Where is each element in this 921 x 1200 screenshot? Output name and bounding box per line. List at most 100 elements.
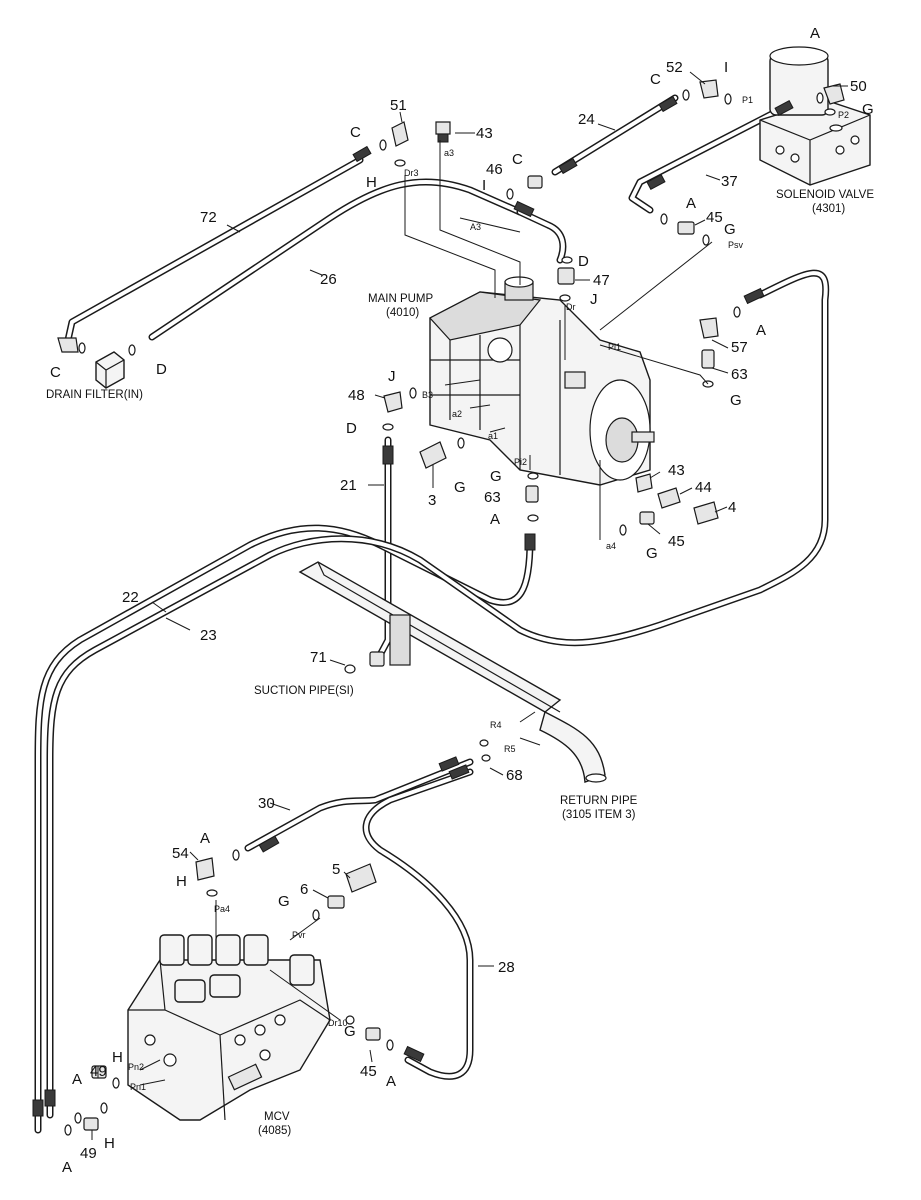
mcv-code: (4085)	[258, 1125, 291, 1137]
port-label: Psv	[728, 240, 744, 250]
port-label: Pi2	[514, 457, 527, 467]
part-number-callouts: 51 43 52 50 24 4 6 37 72 26 45 47 57 63 4…	[80, 59, 867, 1162]
part-number: 3	[428, 492, 436, 509]
part-number: 52	[666, 59, 683, 76]
main-pump	[429, 276, 655, 486]
part-number: 4	[728, 499, 736, 516]
port-letter: H	[176, 873, 187, 890]
main-pump-code: (4010)	[386, 307, 419, 319]
solenoid-valve-name: SOLENOID VALVE	[776, 189, 874, 201]
port-letter: C	[350, 124, 361, 141]
port-letter: G	[862, 101, 874, 118]
part-number: 24	[578, 111, 595, 128]
port-letter: A	[62, 1159, 72, 1176]
part-number: 45	[668, 533, 685, 550]
part-number: 22	[122, 589, 139, 606]
port-labels: P1 P2 Dr3 a3 A3 Psv Dr Pi1 B3 a2 a1 Pi2 …	[128, 95, 849, 1092]
return-pipe-code: (3105 ITEM 3)	[562, 809, 636, 821]
port-letter: C	[512, 151, 523, 168]
port-letter: H	[104, 1135, 115, 1152]
port-label: A3	[470, 222, 481, 232]
port-letter: I	[724, 59, 728, 76]
part-number: 51	[390, 97, 407, 114]
port-letter: G	[344, 1023, 356, 1040]
port-letter: C	[650, 71, 661, 88]
part-number: 54	[172, 845, 189, 862]
port-letter: A	[72, 1071, 82, 1088]
hoses	[34, 94, 830, 1134]
part-number: 72	[200, 209, 217, 226]
port-letter: H	[112, 1049, 123, 1066]
port-letter: D	[156, 361, 167, 378]
port-label: P2	[838, 110, 849, 120]
port-letter: D	[346, 420, 357, 437]
part-number: 49	[80, 1145, 97, 1162]
part-number: 6	[300, 881, 308, 898]
part-number: 44	[695, 479, 712, 496]
port-label: P1	[742, 95, 753, 105]
part-number: 23	[200, 627, 217, 644]
o-rings	[64, 89, 836, 1136]
part-number: 21	[340, 477, 357, 494]
port-label: Pi1	[608, 342, 621, 352]
port-letter-callouts: A C I G C H C I A G D J C D A J D G G G …	[50, 25, 874, 1176]
port-label: Pa4	[214, 904, 230, 914]
mcv-name: MCV	[264, 1111, 290, 1123]
part-number: 50	[850, 78, 867, 95]
part-number: 45	[706, 209, 723, 226]
hose-28	[362, 768, 474, 1080]
part-number: 57	[731, 339, 748, 356]
port-letter: A	[386, 1073, 396, 1090]
port-letter: G	[454, 479, 466, 496]
port-letter: A	[490, 511, 500, 528]
part-number: 26	[320, 271, 337, 288]
drain-filter	[95, 351, 125, 389]
port-letter: G	[646, 545, 658, 562]
port-label: R4	[490, 720, 502, 730]
port-label: Pvr	[292, 930, 306, 940]
port-letter: J	[388, 368, 396, 385]
part-number: 48	[348, 387, 365, 404]
port-letter: J	[590, 291, 598, 308]
part-number: 28	[498, 959, 515, 976]
port-letter: C	[50, 364, 61, 381]
drain-filter-name: DRAIN FILTER(IN)	[46, 389, 143, 401]
part-number: 43	[476, 125, 493, 142]
port-letter: A	[810, 25, 820, 42]
port-label: a1	[488, 431, 498, 441]
part-number: 49	[90, 1063, 107, 1080]
part-number: 37	[721, 173, 738, 190]
port-label: a4	[606, 541, 616, 551]
port-letter: H	[366, 174, 377, 191]
port-letter: G	[490, 468, 502, 485]
part-number: 5	[332, 861, 340, 878]
part-number: 63	[484, 489, 501, 506]
port-label: Dr	[566, 302, 576, 312]
solenoid-valve-code: (4301)	[812, 203, 845, 215]
port-letter: A	[686, 195, 696, 212]
port-label: Dr10	[328, 1018, 348, 1028]
return-pipe-name: RETURN PIPE	[560, 795, 638, 807]
port-letter: I	[482, 177, 486, 194]
mcv	[127, 934, 331, 1121]
suction-pipe-name: SUCTION PIPE(SI)	[254, 685, 354, 697]
fittings	[32, 79, 845, 1131]
hose-72	[64, 156, 364, 344]
part-number: 30	[258, 795, 275, 812]
solenoid-valve	[759, 46, 871, 186]
part-number: 63	[731, 366, 748, 383]
port-label: Dr3	[404, 168, 419, 178]
part-number: 47	[593, 272, 610, 289]
part-number: 43	[668, 462, 685, 479]
part-number: 68	[506, 767, 523, 784]
captions: MAIN PUMP (4010) SOLENOID VALVE (4301) D…	[46, 189, 874, 1137]
port-label: Pn2	[128, 1062, 144, 1072]
leader-lines	[91, 71, 848, 1140]
port-label: Pn1	[130, 1082, 146, 1092]
port-label: a3	[444, 148, 454, 158]
port-label: B3	[422, 390, 433, 400]
port-letter: A	[756, 322, 766, 339]
port-letter: D	[578, 253, 589, 270]
port-label: R5	[504, 744, 516, 754]
